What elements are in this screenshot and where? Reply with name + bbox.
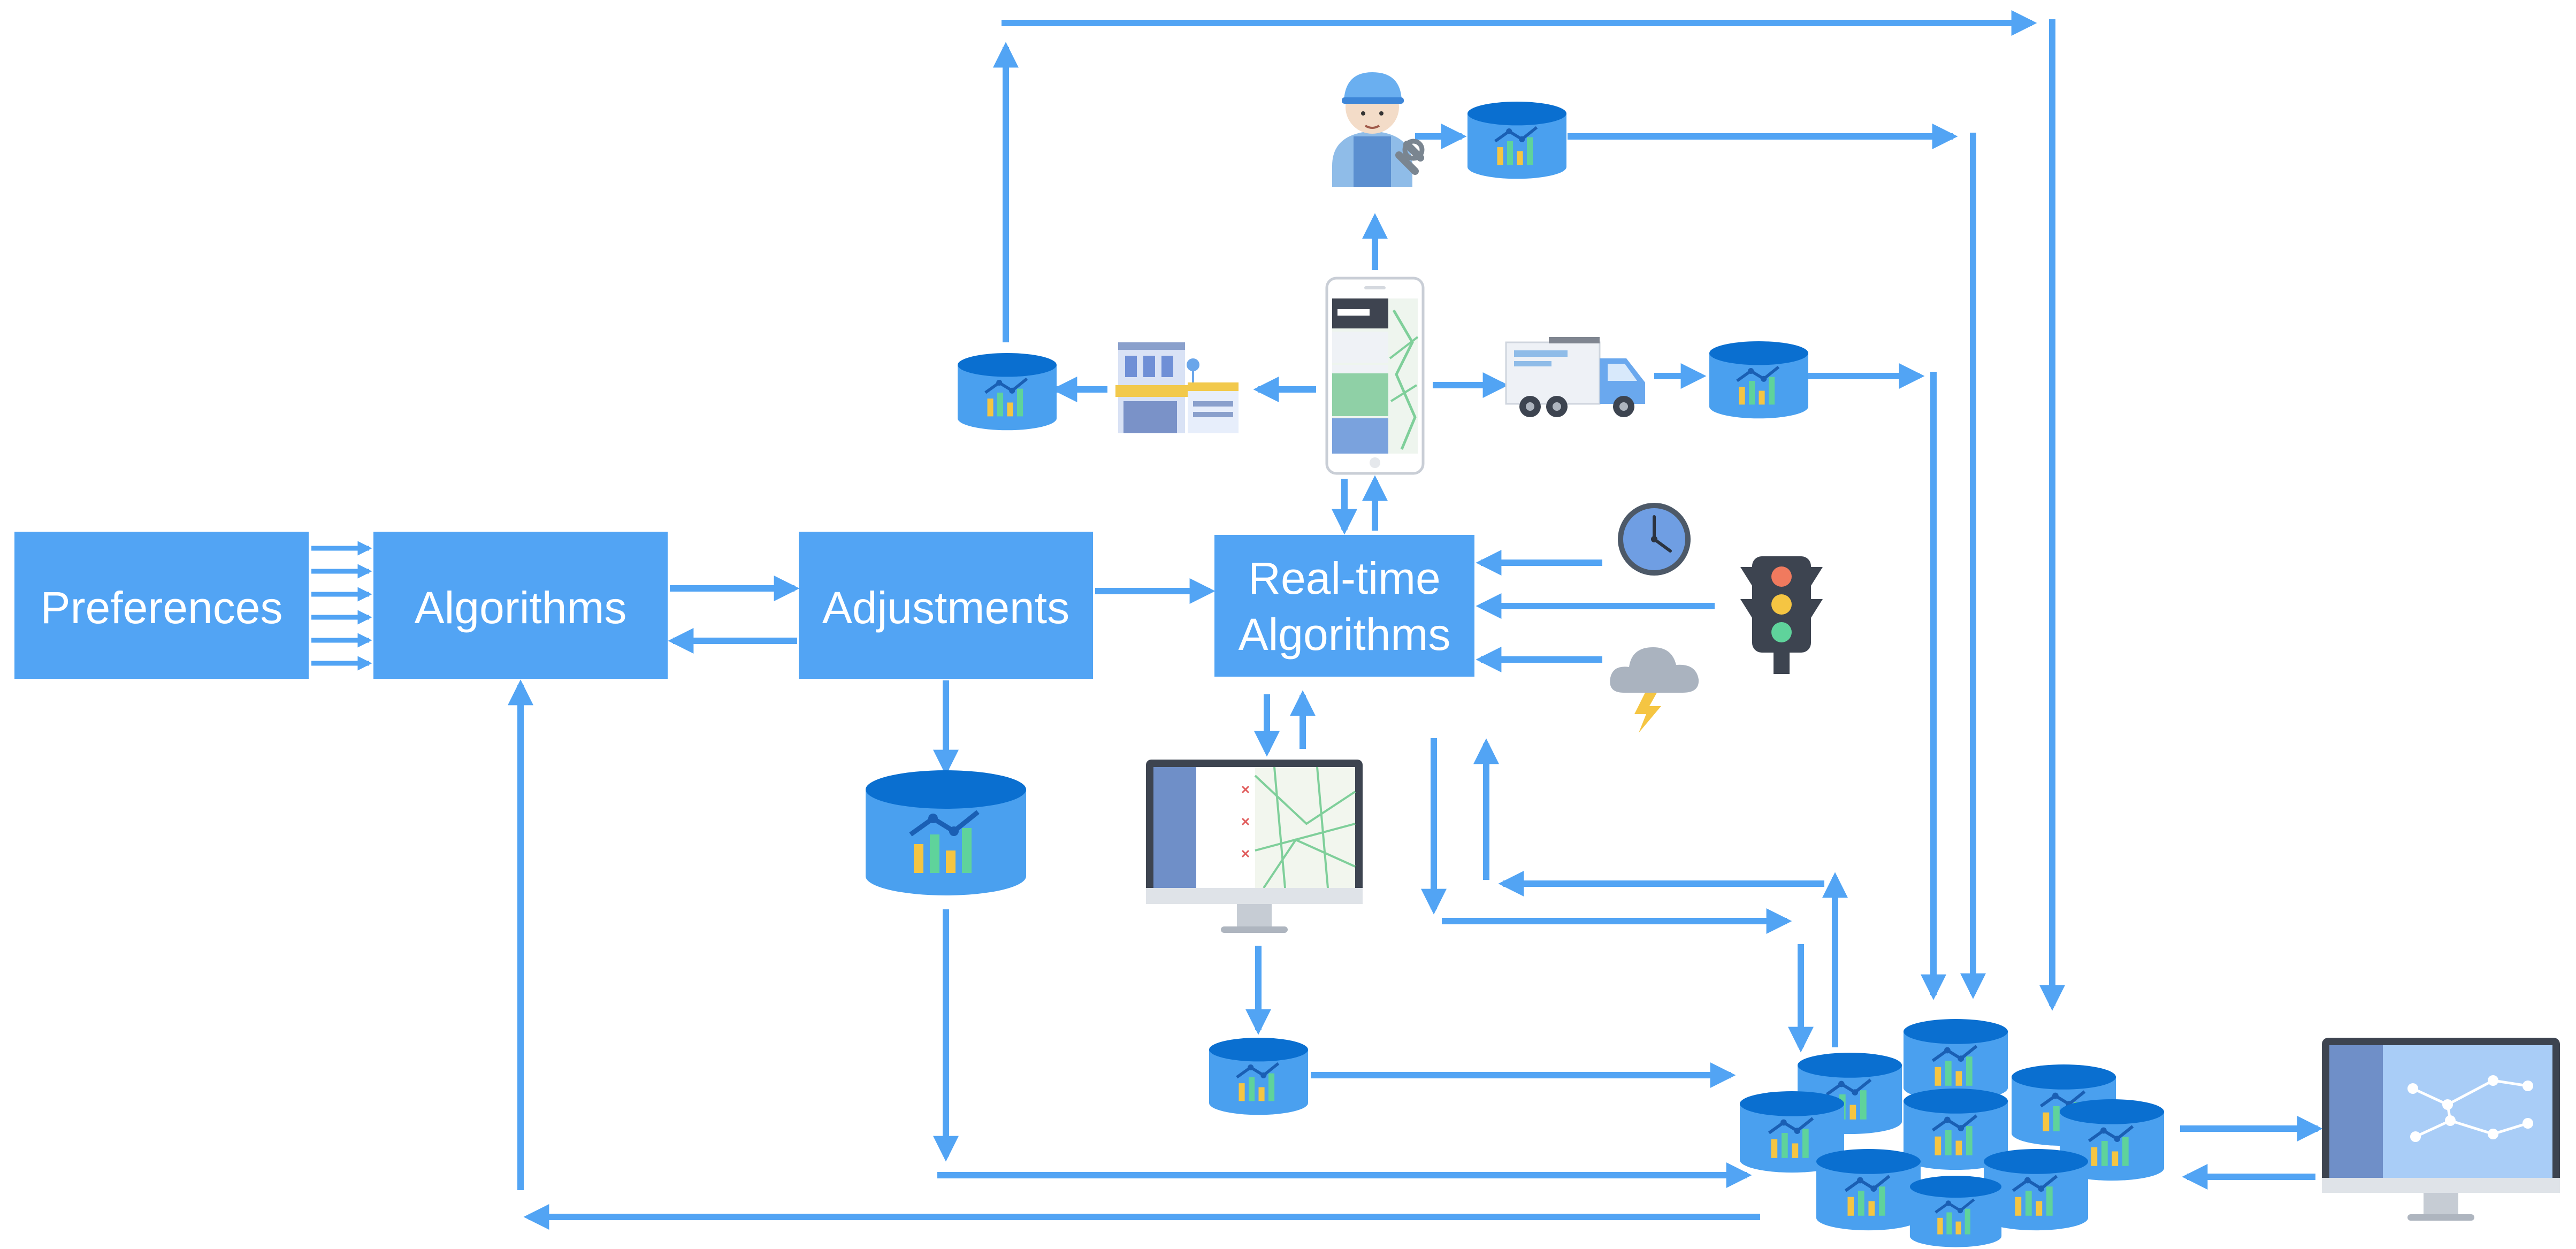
database-icon [1709, 341, 1808, 418]
adjustments-box: Adjustments [799, 532, 1093, 679]
database-icon [1904, 1019, 2008, 1100]
database-icon [1467, 102, 1566, 179]
preferences-box: Preferences [14, 532, 309, 679]
technician-icon [1332, 72, 1425, 187]
map-monitor-icon [1146, 760, 1363, 933]
arrows [311, 10, 2323, 1230]
algorithms-label: Algorithms [415, 583, 627, 633]
truck-icon [1505, 337, 1645, 417]
adjustments-label: Adjustments [822, 583, 1069, 633]
database-icon [1910, 1176, 2001, 1247]
database-icon [958, 353, 1057, 430]
database-icon [1209, 1038, 1308, 1115]
traffic-light-icon [1740, 556, 1823, 674]
analytics-monitor-icon [2322, 1038, 2560, 1221]
algorithms-box: Algorithms [373, 532, 668, 679]
clock-icon [1618, 503, 1691, 576]
realtime-label-line2: Algorithms [1239, 609, 1451, 660]
storm-cloud-icon [1610, 647, 1699, 733]
realtime-algorithms-box: Real-time Algorithms [1214, 535, 1474, 677]
mobile-phone-icon [1325, 277, 1425, 475]
preferences-label: Preferences [41, 583, 283, 633]
database-icon [866, 770, 1026, 895]
realtime-label-line1: Real-time [1248, 553, 1440, 603]
database-cluster [1740, 1019, 2164, 1247]
database-icon [1816, 1149, 1921, 1230]
store-icon [1115, 342, 1239, 433]
